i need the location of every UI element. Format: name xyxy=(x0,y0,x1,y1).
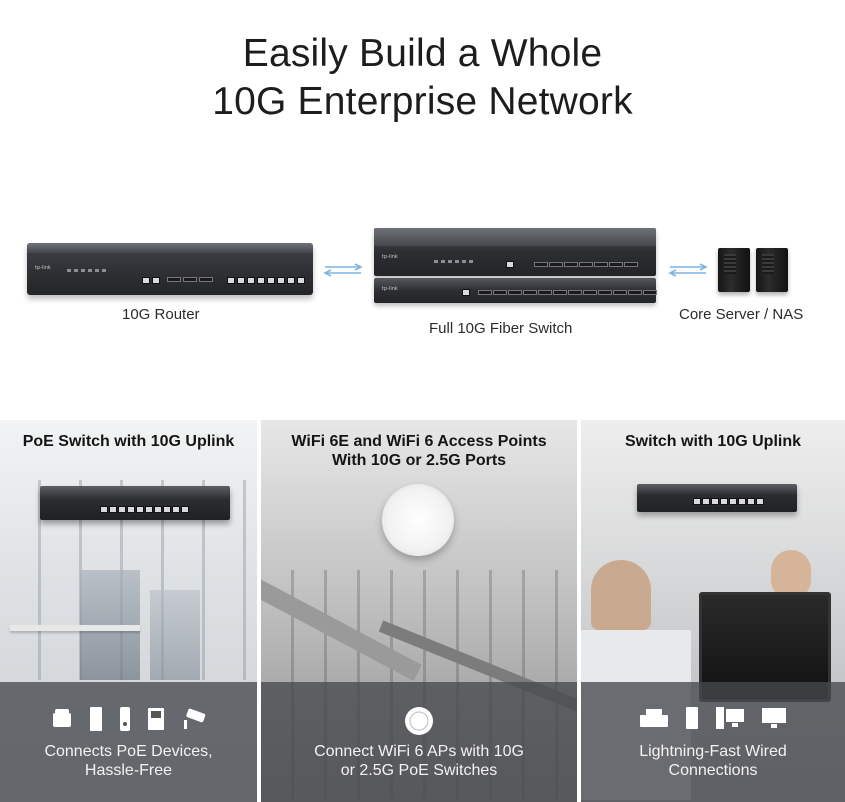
page-headline: Easily Build a Whole 10G Enterprise Netw… xyxy=(0,30,845,126)
switch-label: Full 10G Fiber Switch xyxy=(429,320,573,337)
tablet-icon xyxy=(89,707,102,731)
phone-icon xyxy=(52,709,71,727)
access-point-icon xyxy=(405,707,433,735)
router-leds xyxy=(67,269,106,272)
person-head xyxy=(771,550,811,600)
panel-caption-bar: Lightning-Fast Wired Connections xyxy=(581,682,845,802)
desktop-icon xyxy=(716,707,744,729)
device-icons xyxy=(261,706,577,736)
switch-device xyxy=(637,484,797,512)
fiber-switch-top: tp-link xyxy=(374,228,656,276)
router-logo: tp-link xyxy=(35,265,51,271)
panel-access-points: WiFi 6E and WiFi 6 Access Points With 10… xyxy=(261,420,577,802)
router-console-ports xyxy=(142,277,160,284)
panel-poe-switch: PoE Switch with 10G Uplink Connects PoE … xyxy=(0,420,257,802)
headline-line-1: Easily Build a Whole xyxy=(242,32,603,75)
server-label: Core Server / NAS xyxy=(679,306,804,323)
poe-switch-device xyxy=(40,486,230,520)
nas-icon xyxy=(686,707,698,729)
router-sfp-ports xyxy=(167,277,213,282)
person-head xyxy=(591,560,651,630)
access-point-device xyxy=(382,484,454,556)
panel-caption: Lightning-Fast Wired Connections xyxy=(639,743,787,779)
intercom-icon xyxy=(147,708,164,730)
printer-icon xyxy=(640,709,668,727)
fiber-switch-bottom: tp-link xyxy=(374,278,657,303)
router-label: 10G Router xyxy=(122,306,200,323)
camera-icon xyxy=(183,708,205,729)
bidirectional-arrow-icon xyxy=(323,263,363,277)
panel-switch-uplink: Switch with 10G Uplink Lightning-Fast Wi… xyxy=(581,420,845,802)
city-building xyxy=(150,590,200,680)
panel-title: PoE Switch with 10G Uplink xyxy=(22,433,235,450)
panel-title: Switch with 10G Uplink xyxy=(624,433,802,450)
router-device: tp-link xyxy=(27,243,313,295)
device-icons xyxy=(581,706,845,730)
server-tower xyxy=(718,248,750,292)
panel-caption-bar: Connect WiFi 6 APs with 10G or 2.5G PoE … xyxy=(261,682,577,802)
panel-caption: Connects PoE Devices, Hassle-Free xyxy=(44,743,213,779)
panel-title: WiFi 6E and WiFi 6 Access Points With 10… xyxy=(291,433,547,469)
panel-caption: Connect WiFi 6 APs with 10G or 2.5G PoE … xyxy=(314,743,524,779)
router-ethernet-ports xyxy=(227,277,305,284)
monitor-icon xyxy=(762,708,786,728)
doorbell-icon xyxy=(119,707,130,731)
conference-table xyxy=(10,625,140,631)
server-tower xyxy=(756,248,788,292)
device-icons xyxy=(0,706,257,732)
bidirectional-arrow-icon xyxy=(668,263,708,277)
headline-line-2: 10G Enterprise Network xyxy=(212,80,633,123)
panel-caption-bar: Connects PoE Devices, Hassle-Free xyxy=(0,682,257,802)
